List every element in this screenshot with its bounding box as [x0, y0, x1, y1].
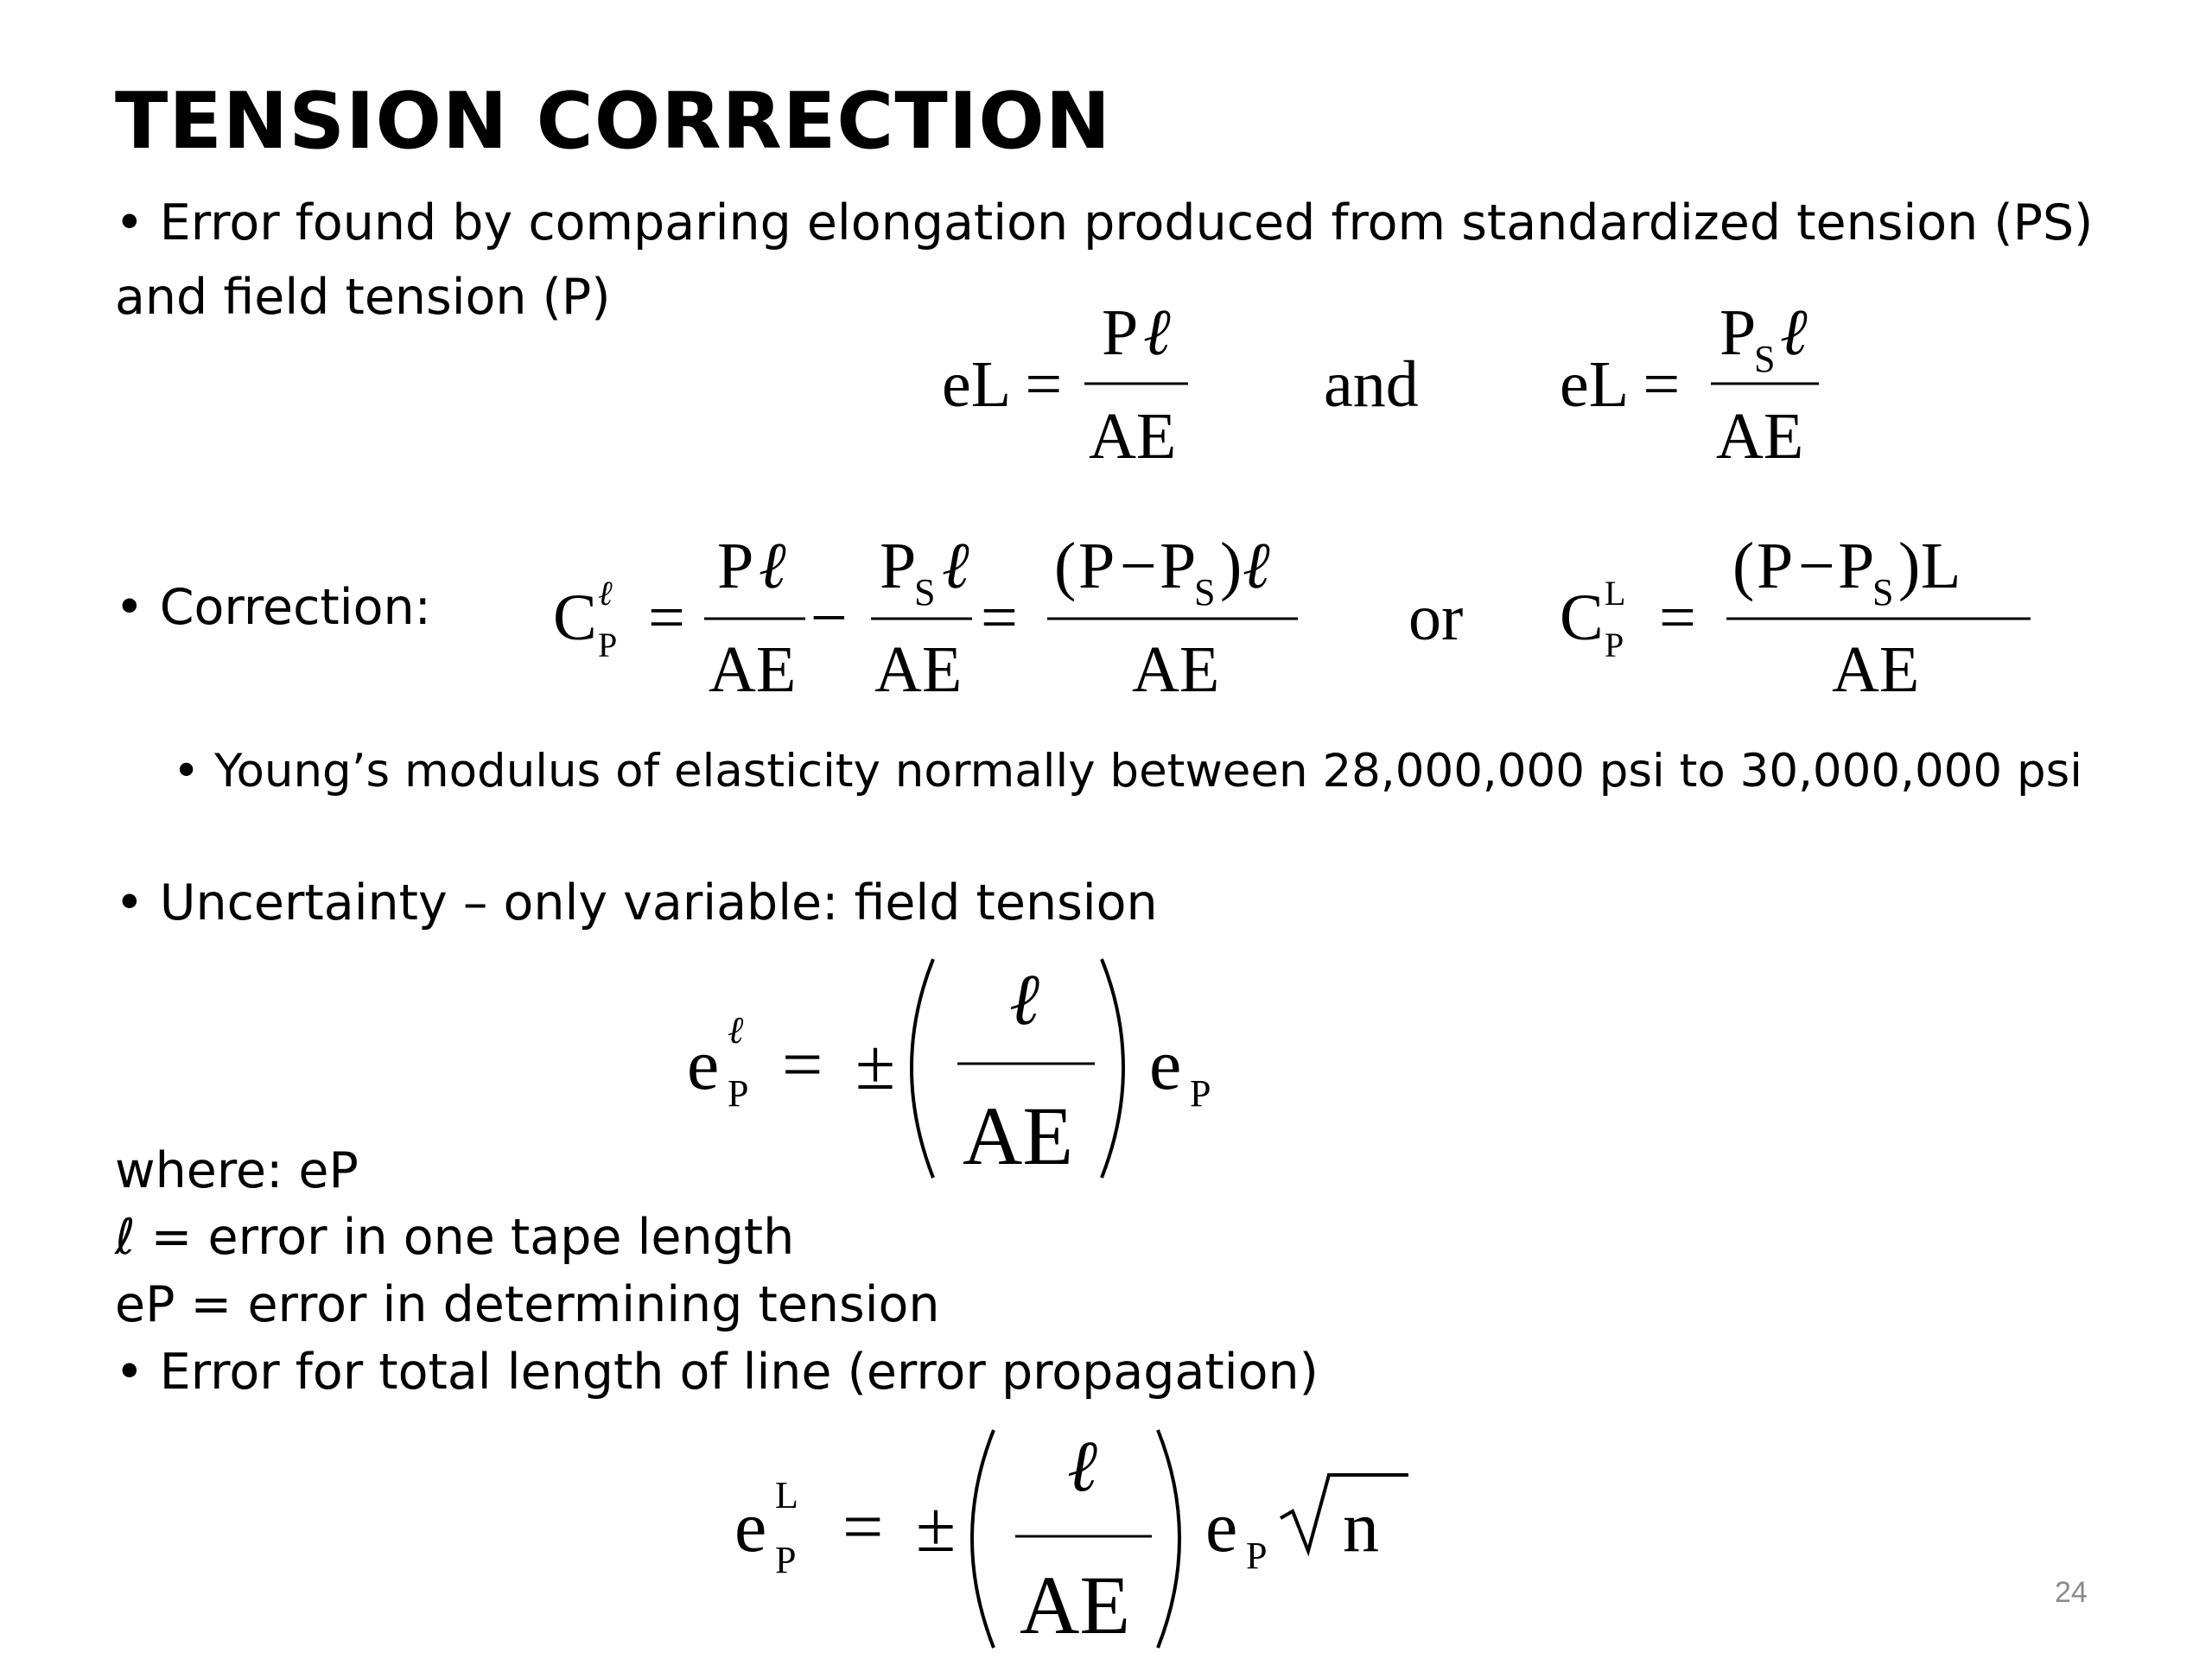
sub-p: P [1605, 626, 1624, 664]
sub-s: S [1754, 338, 1775, 380]
numer-ell: ℓ [1067, 1427, 1097, 1507]
sqrt-icon [1280, 1473, 1408, 1557]
minus: − [1120, 530, 1157, 602]
elongation-equations: eL = P ℓ AE and eL = P S ℓ AE [942, 296, 1819, 473]
bullet-uncertainty: • Uncertainty – only variable: field ten… [115, 874, 1158, 931]
denom-ae: AE [709, 633, 796, 706]
equals: = [981, 582, 1018, 654]
eq-numer-ell-1: ℓ [1143, 296, 1171, 369]
uncertainty-equation: e ℓ P = ± ℓ AE e P [687, 958, 1211, 1182]
e-symbol: e [687, 1025, 719, 1105]
left-big-paren [970, 1429, 995, 1649]
plus-minus: ± [855, 1025, 895, 1105]
numer-ps: P [1160, 530, 1196, 602]
bullet-correction: • Correction: [115, 579, 431, 636]
eq-lhs-el-1: eL = [942, 348, 1062, 421]
sub-p: P [1190, 1072, 1211, 1115]
numer-p: P [1078, 530, 1115, 602]
numer-p: P [717, 530, 753, 602]
word-and: and [1324, 348, 1419, 421]
sub-p: P [728, 1072, 748, 1115]
eq-numer-p-1: P [1102, 296, 1138, 369]
denom-ae: AE [1020, 1559, 1130, 1651]
eq-denom-ae-1: AE [1089, 400, 1176, 473]
error-propagation-equation: e L P = ± ℓ AE e P n [734, 1427, 1408, 1651]
c-symbol: C [553, 582, 597, 654]
denom-ae: AE [963, 1090, 1073, 1182]
sub-s: S [1194, 571, 1215, 613]
numer-ell: ℓ [1243, 530, 1270, 602]
sup-ell: ℓ [728, 1009, 744, 1052]
equals: = [842, 1487, 883, 1567]
c-symbol: C [1560, 582, 1604, 654]
sup-ell: ℓ [598, 574, 613, 613]
e-symbol: e [1205, 1487, 1237, 1567]
sub-p: P [598, 626, 617, 664]
denom-ae: AE [1132, 633, 1219, 706]
denom-ae: AE [1832, 633, 1919, 706]
numer-ell: ℓ [1009, 960, 1039, 1040]
equals: = [782, 1025, 823, 1105]
bullet-error-found-cont: and field tension (P) [115, 269, 611, 326]
minus: − [810, 582, 848, 654]
where-ep: where: eP [115, 1142, 359, 1199]
eq-lhs-el-2: eL = [1560, 348, 1680, 421]
paren-open: ( [1054, 530, 1076, 602]
sup-L: L [775, 1474, 798, 1516]
page-number: 24 [2055, 1576, 2088, 1609]
minus: − [1798, 530, 1835, 602]
right-big-paren [1100, 958, 1125, 1179]
paren-close: ) [1220, 530, 1242, 602]
paren-close: ) [1898, 530, 1920, 602]
bullet-error-found: • Error found by comparing elongation pr… [115, 194, 2094, 251]
paren-open: ( [1732, 530, 1754, 602]
sub-p: P [775, 1539, 796, 1581]
word-or: or [1408, 582, 1463, 654]
numer-ps: P [880, 530, 916, 602]
e-symbol: e [1149, 1025, 1181, 1105]
eq-numer-ell-2: ℓ [1780, 296, 1808, 369]
sub-s: S [1872, 571, 1893, 613]
equals: = [648, 582, 685, 654]
def-ep: eP = error in determining tension [115, 1276, 940, 1333]
right-big-paren [1156, 1429, 1181, 1649]
numer-ell: ℓ [942, 530, 969, 602]
numer-L: L [1921, 530, 1961, 602]
left-big-paren [910, 958, 935, 1179]
eq-denom-ae-2: AE [1716, 400, 1803, 473]
slide-title: TENSION CORRECTION [115, 76, 1112, 167]
equals: = [1659, 582, 1696, 654]
plus-minus: ± [916, 1487, 956, 1567]
e-symbol: e [734, 1487, 766, 1567]
radicand-n: n [1343, 1487, 1379, 1567]
def-ell: ℓ = error in one tape length [115, 1209, 795, 1266]
numer-ps: P [1838, 530, 1874, 602]
sub-bullet-youngs-modulus: • Young’s modulus of elasticity normally… [173, 745, 2082, 798]
correction-equation: C ℓ P = P ℓ AE − P S ℓ AE = ( P − P S ) … [553, 530, 2031, 706]
numer-p: P [1757, 530, 1793, 602]
sup-L: L [1605, 574, 1625, 613]
denom-ae: AE [874, 633, 962, 706]
numer-ell: ℓ [759, 530, 786, 602]
eq-numer-ps-2: P [1719, 296, 1756, 369]
bullet-error-total-length: • Error for total length of line (error … [115, 1344, 1319, 1401]
sub-p: P [1246, 1535, 1267, 1577]
sub-s: S [914, 571, 935, 613]
